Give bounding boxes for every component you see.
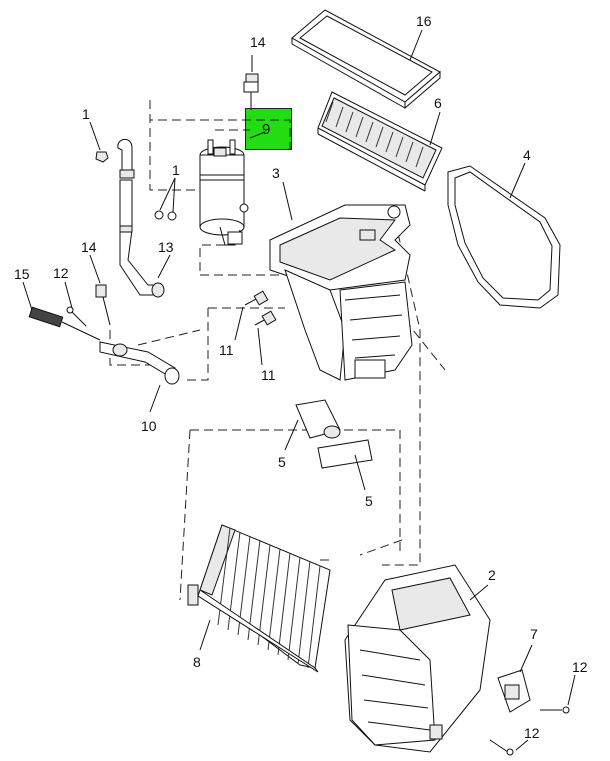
part-5-seals <box>284 399 373 491</box>
part-9-receiver-drier <box>199 129 266 246</box>
callout-9: 9 <box>262 121 271 138</box>
callout-7: 7 <box>530 626 538 642</box>
callout-1-left: 1 <box>82 106 90 122</box>
part-10-line-assembly <box>99 341 180 413</box>
part-16-filter-frame <box>291 9 441 110</box>
callout-12-left: 12 <box>53 265 69 281</box>
part-12-screw-left <box>64 281 87 327</box>
callout-12-bottom: 12 <box>524 725 540 741</box>
part-8-evaporator-core <box>187 524 331 673</box>
callout-11-a: 11 <box>219 342 234 358</box>
callout-16: 16 <box>416 13 432 29</box>
part-2-lower-housing <box>344 564 491 753</box>
callout-14-top: 14 <box>250 34 266 50</box>
assembly-guide-lines <box>109 100 446 601</box>
highlight-box-part-9 <box>245 108 292 150</box>
callout-15: 15 <box>14 266 30 282</box>
callout-14-left: 14 <box>81 239 97 255</box>
part-14-valve-top <box>243 55 259 110</box>
part-12-screws-right <box>489 674 576 756</box>
callout-3: 3 <box>272 165 280 181</box>
part-13-hose <box>117 138 171 298</box>
callout-13: 13 <box>158 239 174 255</box>
part-4-gasket <box>447 162 561 309</box>
part-11-bolts <box>234 290 277 366</box>
callout-10: 10 <box>141 418 157 434</box>
callout-12-right: 12 <box>572 659 588 675</box>
callout-1-right: 1 <box>172 162 180 178</box>
callout-5-a: 5 <box>278 454 286 470</box>
part-3-upper-housing <box>269 181 413 381</box>
callout-4: 4 <box>523 147 531 163</box>
part-15-spring-lock <box>22 281 101 341</box>
callout-5-b: 5 <box>365 493 373 509</box>
part-6-cabin-filter <box>317 91 443 192</box>
callout-6: 6 <box>434 95 442 111</box>
part-14-fitting-left <box>89 254 111 326</box>
callout-11-b: 11 <box>261 367 276 383</box>
callout-2: 2 <box>488 567 496 583</box>
part-1-nuts <box>89 121 177 221</box>
callout-8: 8 <box>193 654 201 670</box>
part-7-actuator <box>497 644 533 713</box>
